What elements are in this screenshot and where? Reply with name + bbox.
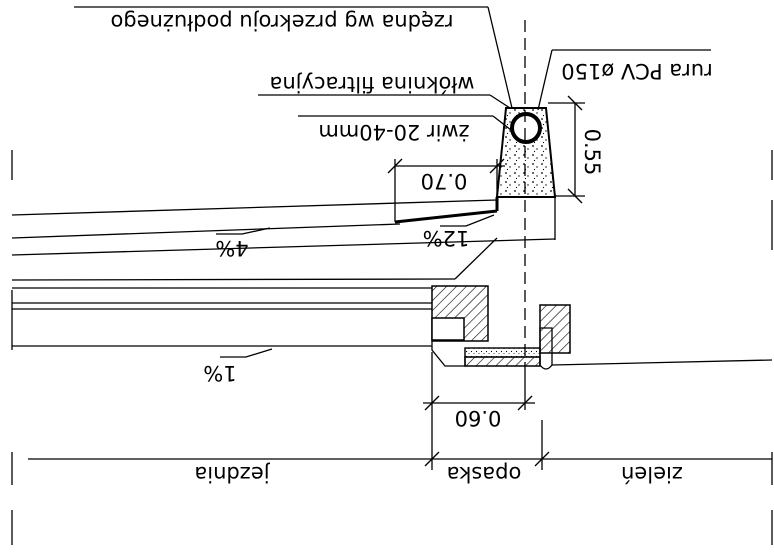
geotextile-label: włóknina filtracyjna: [270, 72, 475, 96]
slope-arrows: [216, 214, 495, 358]
slope-4-label: 4%: [215, 236, 248, 260]
curb-channel: [431, 285, 773, 370]
zone-roadway-label: jezdnia: [194, 462, 270, 486]
dim-060-label: 0.60: [455, 406, 502, 430]
slope-1-label: 1%: [203, 361, 236, 385]
dimension-lines: [28, 95, 772, 470]
dim-055-label: 0.55: [580, 129, 604, 176]
drain-channel-label: rzędna wg przekroju podłużnego: [110, 10, 453, 34]
zone-shoulder-label: opaska: [447, 462, 522, 486]
dim-070-label: 0.70: [421, 169, 468, 193]
slope-12-label: 12%: [423, 226, 470, 250]
drainage-trench: [495, 107, 557, 240]
road-layers: [11, 199, 556, 350]
zone-green-label: zieleń: [621, 462, 683, 486]
boundary-lines: [11, 150, 773, 545]
gravel-label: żwir 20-40mm: [318, 120, 469, 144]
rotated-labels: rzędna wg przekroju podłużnego włóknina …: [110, 10, 712, 486]
pvc-pipe-icon: [510, 112, 542, 144]
leader-lines: [74, 6, 711, 131]
pipe-label: rura PCV ø150: [561, 59, 712, 83]
